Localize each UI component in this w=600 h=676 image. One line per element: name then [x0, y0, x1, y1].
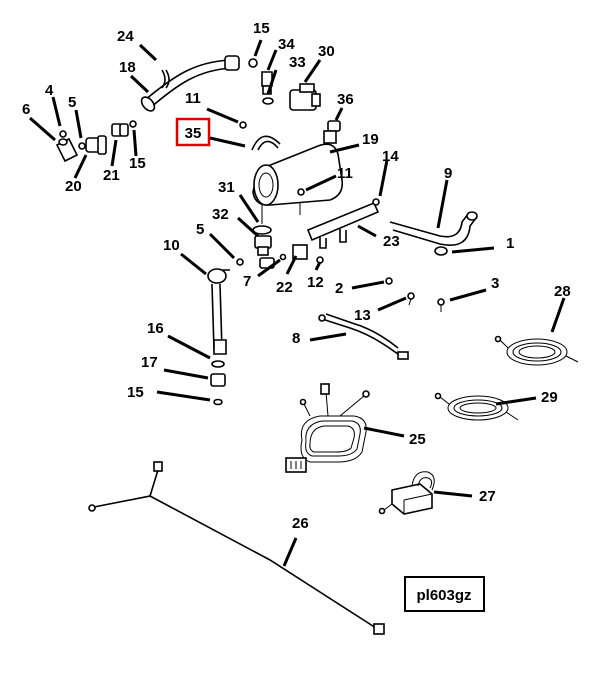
- callout-15: 15: [127, 384, 144, 401]
- part-28-coil: [494, 335, 579, 366]
- part-8-cable: [318, 313, 409, 360]
- part-36-sensor: [323, 120, 341, 144]
- part-16-seal: [211, 360, 225, 368]
- callout-20: 20: [65, 178, 82, 195]
- callout-30: 30: [318, 43, 335, 60]
- part-5-ring-mid: [236, 258, 244, 266]
- part-10-exhaust-pipe: [207, 268, 230, 355]
- callout-21: 21: [103, 167, 120, 184]
- callout-8: 8: [292, 330, 300, 347]
- callout-6: 6: [22, 101, 30, 118]
- callout-16: 16: [147, 320, 164, 337]
- callout-33: 33: [289, 54, 306, 71]
- callout-11: 11: [337, 165, 353, 182]
- part-17-nut: [210, 373, 226, 387]
- figure-id-box: pl603gz: [404, 576, 485, 612]
- part-6-elbow: [55, 137, 79, 163]
- callout-35: 35: [185, 125, 202, 142]
- callout-13: 13: [354, 307, 371, 324]
- callout-19: 19: [362, 131, 379, 148]
- part-15-ring-top: [248, 58, 258, 68]
- callout-3: 3: [491, 275, 499, 292]
- callout-17: 17: [141, 354, 158, 371]
- part-22-clip: [292, 244, 308, 260]
- part-11-screw-mid: [297, 188, 305, 196]
- callout-23: 23: [383, 233, 400, 250]
- part-33-washer: [262, 97, 274, 105]
- callout-27: 27: [479, 488, 496, 505]
- part-19-heater: [251, 135, 344, 224]
- part-27-connector: [378, 471, 435, 515]
- callout-31: 31: [218, 179, 235, 196]
- part-2-nut: [385, 277, 393, 285]
- part-11-screw-top: [239, 121, 247, 129]
- part-20-coupler: [85, 135, 107, 155]
- callout-12: 12: [307, 274, 324, 291]
- part-29-coil: [434, 392, 519, 421]
- callout-15: 15: [253, 20, 270, 37]
- callout-4: 4: [45, 82, 54, 99]
- callout-5: 5: [68, 94, 76, 111]
- part-24-clamp: [161, 69, 170, 89]
- part-13-screw: [407, 292, 415, 306]
- part-21-nipple: [111, 123, 129, 137]
- part-1-clamp: [434, 246, 448, 256]
- part-3-screw: [437, 298, 445, 312]
- callout-22: 22: [276, 279, 293, 296]
- callout-24: 24: [117, 28, 134, 45]
- part-4-ring: [59, 130, 67, 138]
- part-25-harness: [285, 383, 370, 473]
- callout-9: 9: [444, 165, 452, 182]
- part-5-ring: [78, 142, 86, 150]
- callout-labels: 24 18 15 34 30 33 4 5 6 20 21 15 11 36 1…: [22, 20, 571, 532]
- callout-arrows: [29, 39, 566, 567]
- part-32-fitting: [254, 235, 272, 256]
- callout-1: 1: [506, 235, 514, 252]
- callout-32: 32: [212, 206, 229, 223]
- callout-18: 18: [119, 59, 136, 76]
- part-9-outlet-pipe: [389, 211, 478, 246]
- callout-28: 28: [554, 283, 571, 300]
- callout-2: 2: [335, 280, 343, 297]
- callout-11: 11: [185, 90, 201, 107]
- callout-7: 7: [243, 273, 251, 290]
- callout-29: 29: [541, 389, 558, 406]
- callout-25: 25: [409, 431, 426, 448]
- callout-26: 26: [292, 515, 309, 532]
- highlighted-callout-35[interactable]: 35: [175, 117, 246, 148]
- figure-id-label: pl603gz: [416, 587, 471, 604]
- part-30-pump: [289, 83, 321, 111]
- part-15-ring-left: [129, 120, 137, 128]
- part-15-ring-bottom: [213, 398, 223, 406]
- callout-10: 10: [163, 237, 180, 254]
- callout-5: 5: [196, 221, 204, 238]
- callout-14: 14: [382, 148, 399, 165]
- part-23-bracket: [306, 198, 380, 249]
- callout-36: 36: [337, 91, 354, 108]
- part-26-long-harness: [88, 461, 385, 635]
- callout-34: 34: [278, 36, 295, 53]
- part-18-hose: [140, 55, 240, 112]
- callout-15: 15: [129, 155, 146, 172]
